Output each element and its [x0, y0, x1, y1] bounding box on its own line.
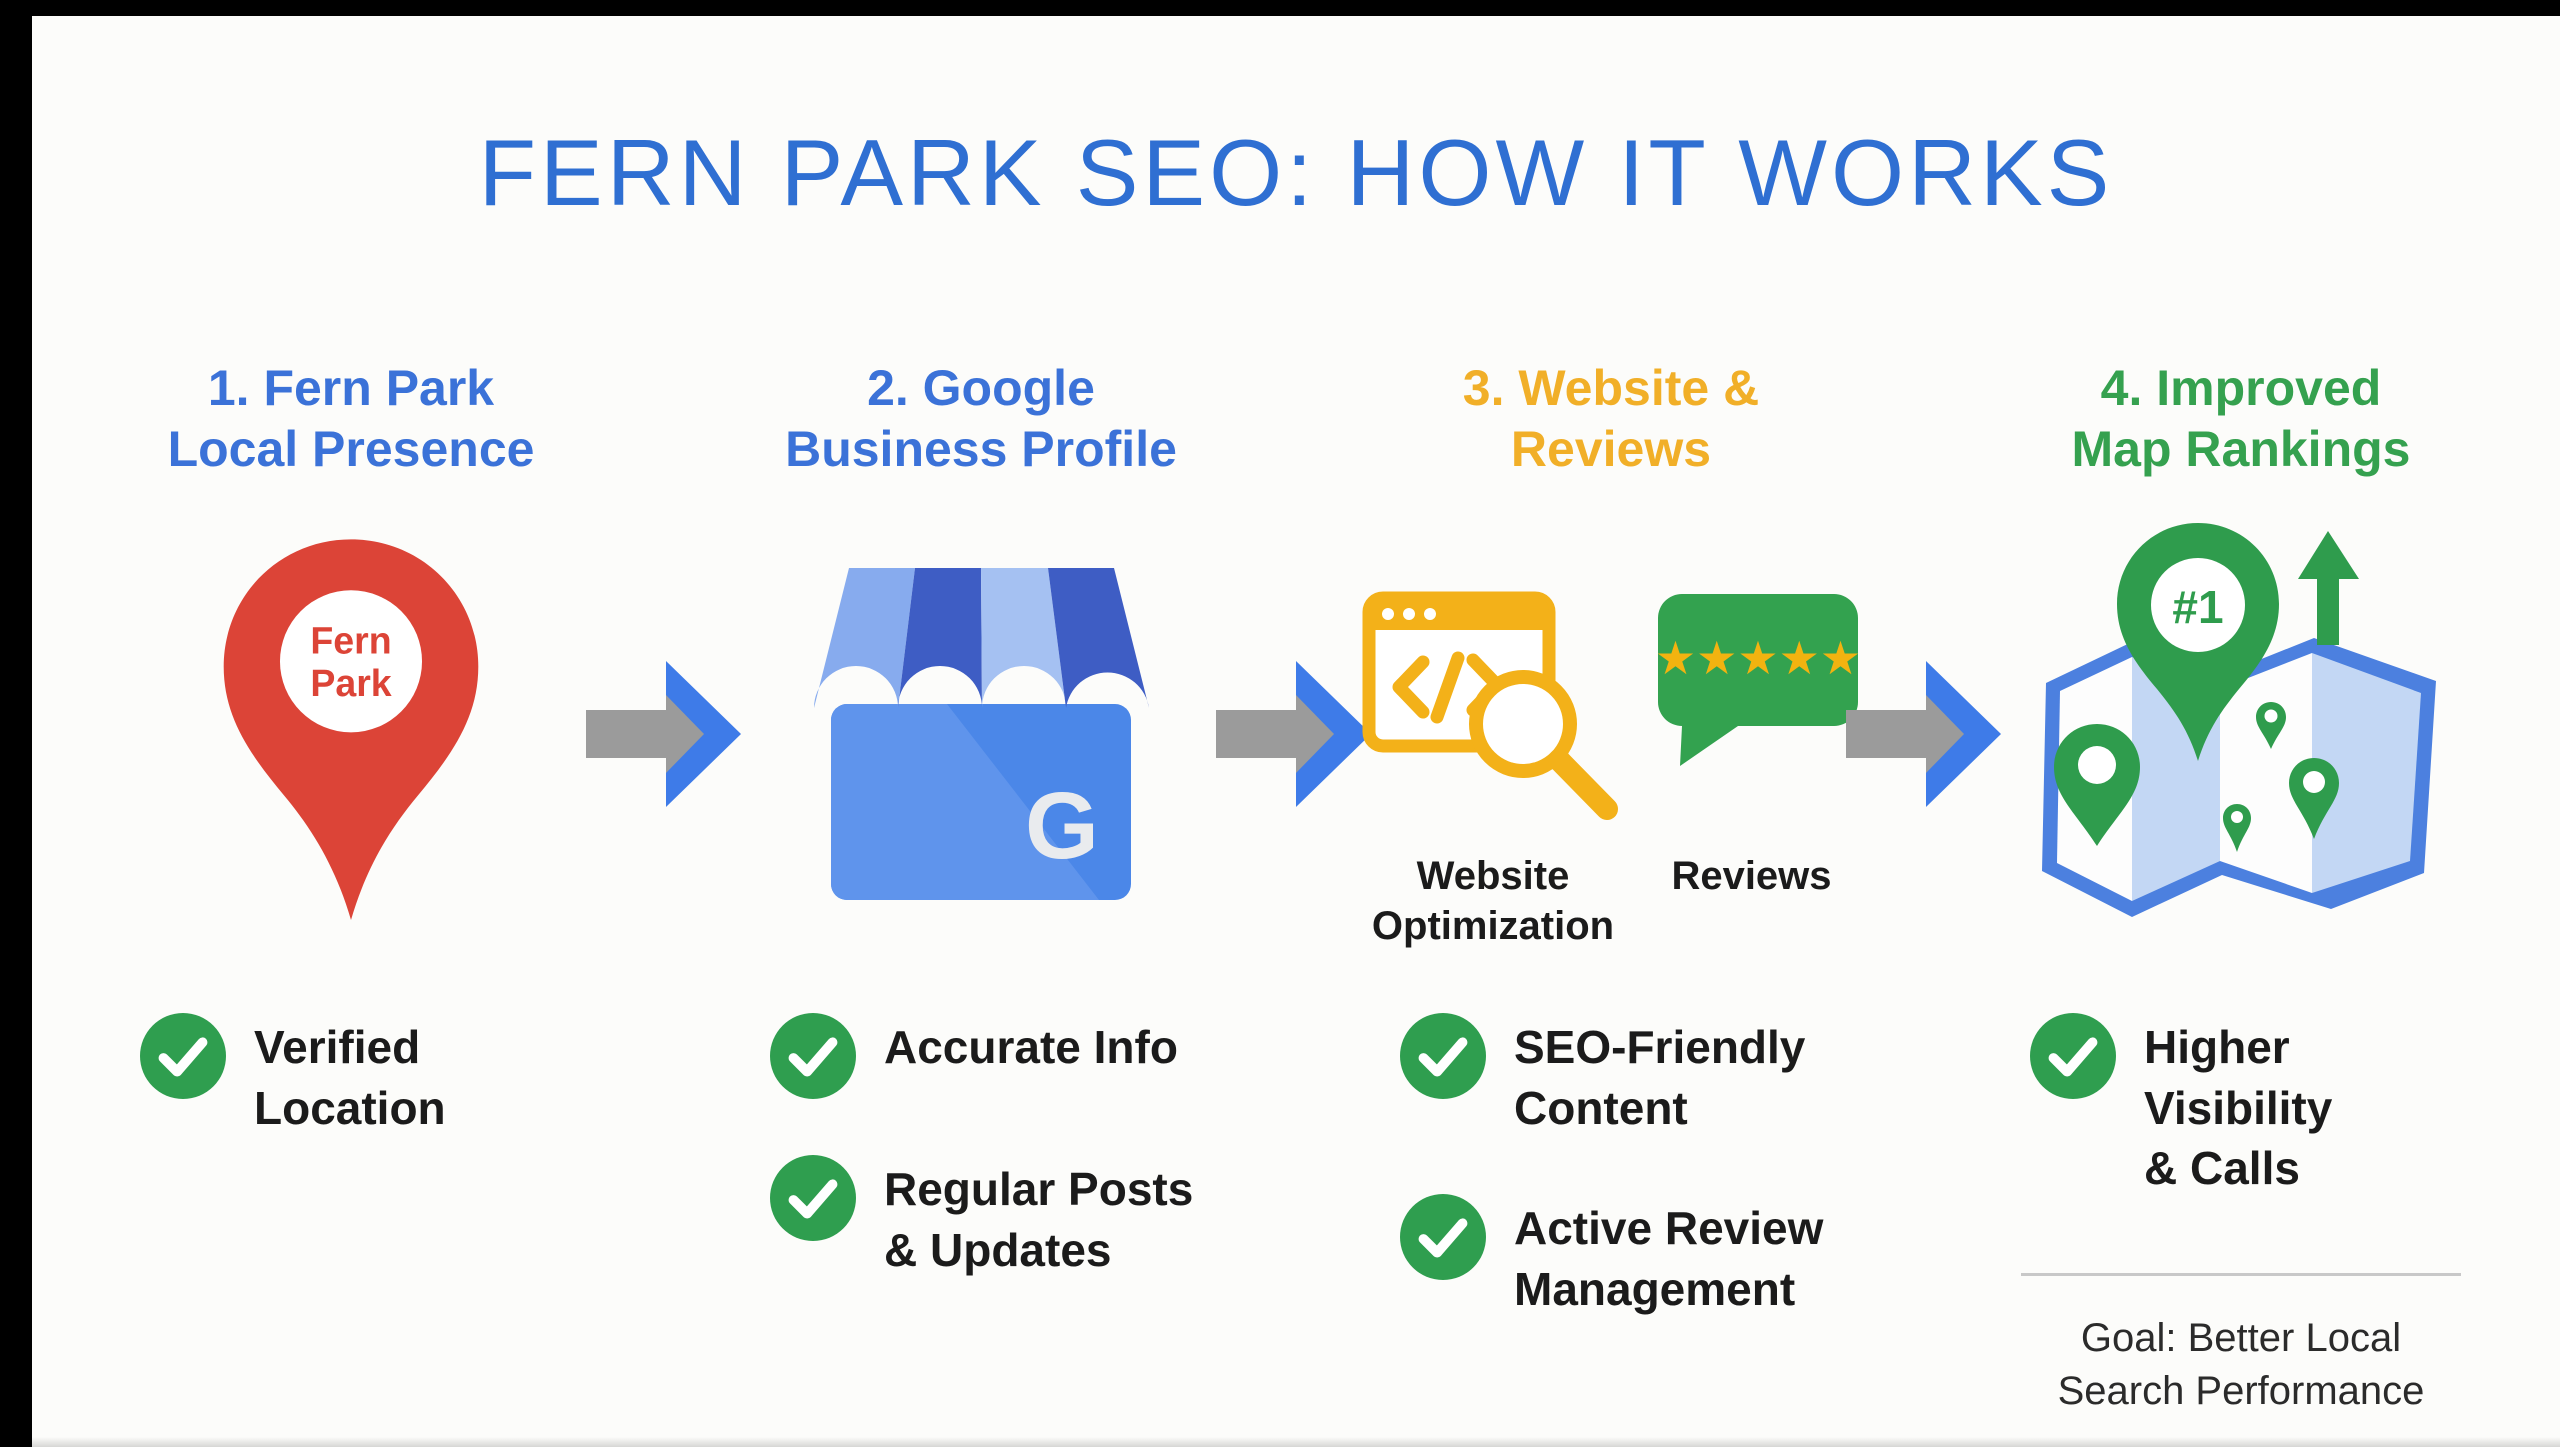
rank-badge: #1	[2172, 581, 2223, 633]
google-business-storefront-icon: G	[813, 567, 1149, 900]
step-3-checklist: SEO-Friendly Content Active Review Manag…	[1400, 1013, 1823, 1376]
check-item: Accurate Info	[770, 1013, 1193, 1099]
flow-arrow-3	[1846, 661, 2006, 811]
map-small-pin	[2223, 803, 2251, 852]
check-circle-icon	[1400, 1194, 1486, 1281]
check-item: Higher Visibility & Calls	[2030, 1013, 2332, 1199]
up-arrow-icon	[2298, 530, 2359, 579]
reviews-label: Reviews	[1671, 854, 1832, 898]
step-4-checklist: Higher Visibility & Calls	[2030, 1013, 2332, 1255]
step-1-column: 1. Fern Park Local Presence Fern Park Ve…	[116, 358, 586, 1194]
step-2-checklist: Accurate Info Regular Posts & Updates	[770, 1013, 1193, 1336]
check-circle-icon	[770, 1155, 856, 1241]
right-arrow-icon	[1846, 661, 2001, 807]
check-item-label: SEO-Friendly Content	[1514, 1021, 1806, 1134]
top-black-bar	[0, 0, 2560, 16]
step-1-heading: 1. Fern Park Local Presence	[167, 360, 535, 477]
pin-label-line-1: Fern	[310, 619, 391, 661]
reviews-bubble-icon: ★★★★★	[1654, 594, 1861, 766]
website-optimization-icon-box	[1361, 590, 1626, 835]
map-small-pin	[2054, 723, 2140, 846]
flow-arrow-1	[586, 661, 746, 811]
check-item-label: Active Review Management	[1514, 1202, 1824, 1316]
step-3-icon-area: Website Optimization ★★★★★ Reviews	[1361, 508, 1862, 953]
storefront-g-letter: G	[1025, 773, 1099, 879]
map-rankings-icon: #1	[2042, 522, 2436, 917]
map-small-pin	[2289, 757, 2339, 839]
check-circle-icon	[140, 1013, 226, 1099]
website-optimization-figure: Website Optimization	[1361, 590, 1626, 951]
step-4-icon-area: #1	[2036, 508, 2446, 953]
five-stars: ★★★★★	[1654, 632, 1860, 684]
goal-divider	[2021, 1273, 2461, 1277]
check-item: Verified Location	[140, 1013, 446, 1138]
left-black-bar	[0, 0, 32, 1447]
right-arrow-icon	[586, 661, 741, 807]
step-2-heading: 2. Google Business Profile	[785, 360, 1177, 477]
check-item-label: Regular Posts & Updates	[884, 1163, 1194, 1276]
check-item-label: Accurate Info	[884, 1021, 1178, 1073]
website-optimization-label: Website Optimization	[1371, 854, 1615, 948]
right-arrow-icon	[1216, 661, 1371, 807]
step-4-column: 4. Improved Map Rankings	[2006, 358, 2476, 1418]
step-1-checklist: Verified Location	[140, 1013, 446, 1194]
check-item: Regular Posts & Updates	[770, 1155, 1193, 1280]
page-title: FERN PARK SEO: HOW IT WORKS	[478, 120, 2114, 225]
bottom-edge-shade	[32, 1437, 2560, 1447]
slide-content: FERN PARK SEO: HOW IT WORKS 1. Fern Park…	[32, 16, 2560, 1447]
step-3-column: 3. Website & Reviews	[1362, 358, 1861, 1376]
goal-text: Goal: Better Local Search Performance	[2057, 1316, 2425, 1413]
check-item-label: Verified Location	[254, 1021, 446, 1134]
website-optimization-icon	[1362, 591, 1618, 820]
step-2-column: 2. Google Business Profile G	[746, 358, 1216, 1336]
check-item: Active Review Management	[1400, 1194, 1823, 1319]
reviews-icon-box: ★★★★★	[1642, 590, 1862, 835]
check-circle-icon	[2030, 1013, 2116, 1099]
process-flow: 1. Fern Park Local Presence Fern Park Ve…	[32, 358, 2560, 1418]
reviews-figure: ★★★★★ Reviews	[1642, 590, 1862, 901]
pin-label-line-2: Park	[310, 662, 391, 704]
step-3-heading: 3. Website & Reviews	[1462, 360, 1760, 477]
step-4-heading: 4. Improved Map Rankings	[2071, 360, 2411, 477]
step-1-icon-area: Fern Park	[217, 508, 485, 953]
check-item: SEO-Friendly Content	[1400, 1013, 1823, 1138]
check-circle-icon	[1400, 1013, 1486, 1099]
location-pin-icon: Fern Park	[223, 538, 479, 920]
check-item-label: Higher Visibility & Calls	[2144, 1021, 2333, 1195]
check-circle-icon	[770, 1013, 856, 1099]
flow-arrow-2	[1216, 661, 1376, 811]
step-2-icon-area: G	[799, 508, 1164, 953]
map-small-pin	[2256, 701, 2286, 749]
